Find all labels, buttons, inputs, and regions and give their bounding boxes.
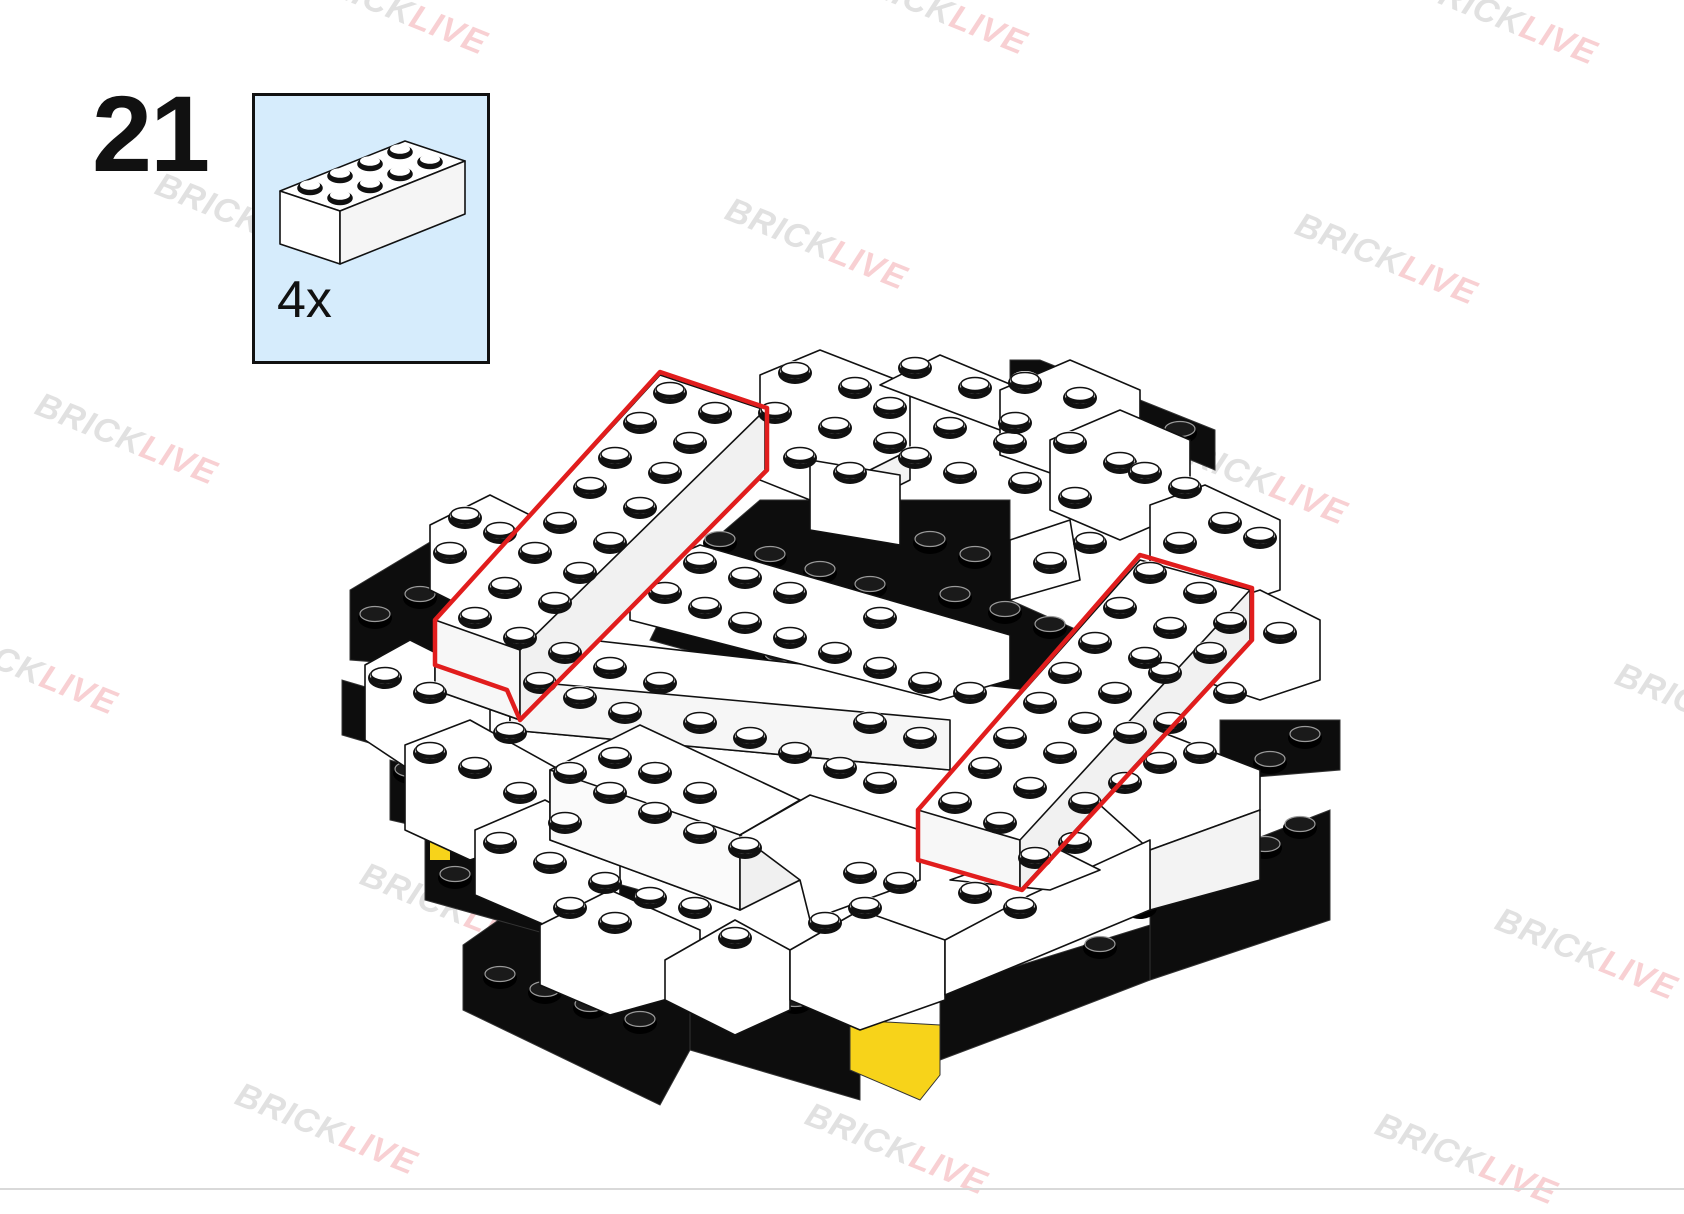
highlight-outline-right [915,552,1255,893]
page-footer-rule [0,1188,1684,1190]
parts-callout: 4x [252,93,490,364]
highlight-outline-left [432,369,770,723]
step-number: 21 [92,73,210,194]
part-quantity: 4x [277,271,332,329]
white-2x4-brick-icon [279,140,466,265]
